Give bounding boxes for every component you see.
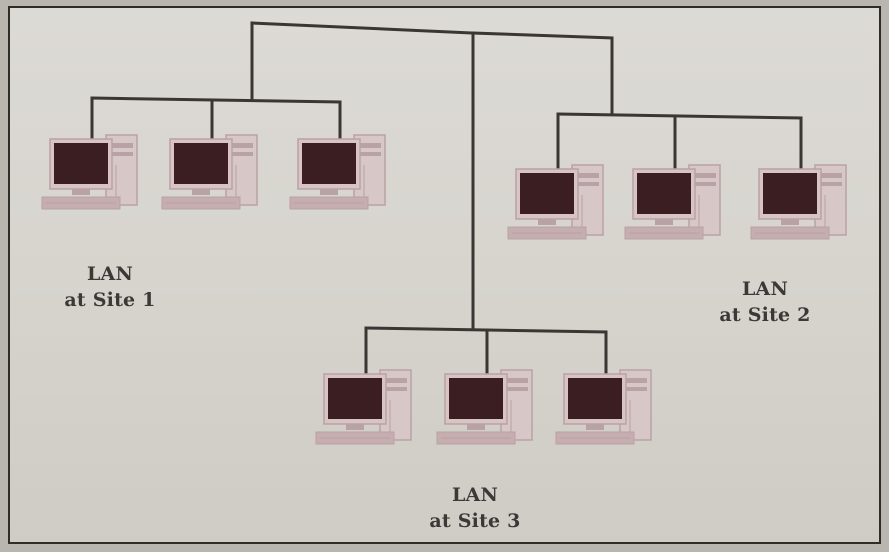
drive-bay-icon [384,378,407,383]
monitor-screen-icon [302,143,356,184]
backbone-link [252,23,473,33]
drive-bay-icon [576,173,599,178]
drive-bay-icon [384,387,407,391]
drive-bay-icon [358,152,381,156]
drive-bay-icon [819,173,842,178]
site-3-name: LAN [420,482,530,508]
drive-bay-icon [624,387,647,391]
site-1-name: LAN [55,261,165,287]
site-3-computer-icon [316,370,411,444]
site-3-computer-icon [437,370,532,444]
monitor-screen-icon [763,173,817,214]
site-2-computer-icon [508,165,603,239]
drive-bay-icon [110,152,133,156]
site-1-computer-icon [290,135,385,209]
site-2-computer-icon [751,165,846,239]
site-1-label: LAN at Site 1 [55,261,165,313]
monitor-stand-icon [586,424,604,430]
site-2-bus [558,114,801,118]
site-3-computer-icon [556,370,651,444]
drive-bay-icon [819,182,842,186]
drive-bay-icon [358,143,381,148]
drive-bay-icon [693,173,716,178]
monitor-screen-icon [520,173,574,214]
site-1-computer-icon [42,135,137,209]
drive-bay-icon [505,387,528,391]
drive-bay-icon [693,182,716,186]
monitor-screen-icon [328,378,382,419]
drive-bay-icon [230,143,253,148]
drive-bay-icon [230,152,253,156]
drive-bay-icon [110,143,133,148]
monitor-stand-icon [346,424,364,430]
drive-bay-icon [505,378,528,383]
monitor-stand-icon [538,219,556,225]
network-diagram: LAN at Site 1 LAN at Site 2 LAN at Site … [8,6,881,544]
site-2-computer-icon [625,165,720,239]
site-2-subtitle: at Site 2 [705,302,825,328]
drive-bay-icon [576,182,599,186]
site-3-subtitle: at Site 3 [420,508,530,534]
site-1-subtitle: at Site 1 [55,287,165,313]
monitor-screen-icon [568,378,622,419]
monitor-stand-icon [655,219,673,225]
site-1-computer-icon [162,135,257,209]
monitor-screen-icon [54,143,108,184]
monitor-screen-icon [449,378,503,419]
site-3-label: LAN at Site 3 [420,482,530,534]
drive-bay-icon [624,378,647,383]
monitor-stand-icon [781,219,799,225]
backbone-link [473,33,612,38]
site-2-label: LAN at Site 2 [705,276,825,328]
monitor-stand-icon [192,189,210,195]
site-1-bus [92,98,340,102]
monitor-screen-icon [637,173,691,214]
monitor-stand-icon [467,424,485,430]
monitor-screen-icon [174,143,228,184]
site-2-name: LAN [705,276,825,302]
monitor-stand-icon [72,189,90,195]
monitor-stand-icon [320,189,338,195]
